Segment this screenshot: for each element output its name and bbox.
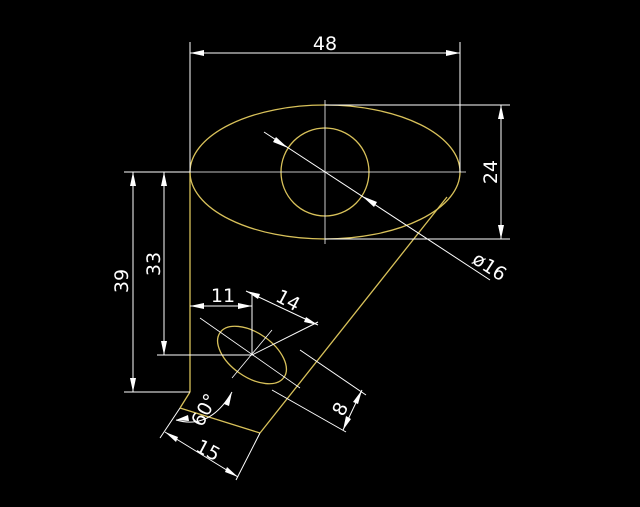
dim-33-arrow-top [161, 172, 167, 186]
part-geometry [179, 104, 461, 434]
dim-14-arrow-start [246, 291, 260, 299]
small-slot-ellipse [217, 325, 287, 385]
dim-8-arrow-lower [343, 416, 351, 430]
dim-15-ext-right [235, 432, 261, 481]
right-tangent-edge [259, 196, 448, 434]
dim-39-label: 39 [111, 269, 133, 293]
dim-60-arrow-end [224, 392, 232, 406]
dim-8-ext-lower [271, 389, 347, 433]
dim-14-arrow-end [304, 317, 318, 325]
dim-39-arrow-top [130, 172, 136, 186]
dim-24-group: 24 [325, 104, 510, 240]
dim-14-group: 14 [245, 285, 319, 356]
dim-14-label: 14 [272, 285, 304, 316]
bottom-edge [179, 407, 261, 434]
dim-15-arrow-left [165, 432, 178, 442]
dim-11-arrow-right [238, 303, 252, 309]
dim-48-arrow-left [190, 50, 204, 56]
dim-33-arrow-bottom [161, 341, 167, 355]
dim-48-group: 48 [189, 33, 461, 172]
dim-14-ext [251, 321, 319, 356]
dim-33-group: 33 [143, 172, 252, 356]
dim-8-arrow-upper [353, 390, 362, 404]
dim-dia16-arrow-lower [362, 196, 377, 207]
dim-dia16-label: ø16 [468, 248, 510, 286]
dim-11-group: 11 [190, 285, 253, 355]
dim-11-label: 11 [211, 285, 235, 307]
dim-dia16-arrow-upper [273, 137, 288, 148]
dim-15-arrow-right [225, 467, 238, 477]
dim-8-ext-upper [299, 349, 367, 396]
dim-24-label: 24 [480, 160, 502, 184]
dim-15-line [164, 431, 239, 478]
dim-24-arrow-top [498, 105, 504, 119]
dim-dia16-line [263, 131, 491, 281]
bottom-chamfer-edge [179, 391, 191, 409]
dim-33-label: 33 [143, 252, 165, 276]
dim-15-ext-left [159, 407, 181, 439]
dim-60-arrow-start [176, 415, 189, 421]
dim-48-label: 48 [313, 33, 337, 55]
slot-centerline-a [199, 317, 301, 389]
center-lines [186, 100, 466, 389]
dim-39-group: 39 [111, 171, 190, 393]
dim-39-arrow-bottom [130, 378, 136, 392]
dim-60-label: 60° [187, 390, 222, 430]
dim-11-arrow-left [190, 303, 204, 309]
dim-15-label: 15 [192, 435, 224, 466]
dim-24-arrow-bottom [498, 225, 504, 239]
dim-8-group: 8 [271, 349, 367, 433]
dim-48-arrow-right [446, 50, 460, 56]
dim-60-group: 60° [175, 390, 233, 430]
